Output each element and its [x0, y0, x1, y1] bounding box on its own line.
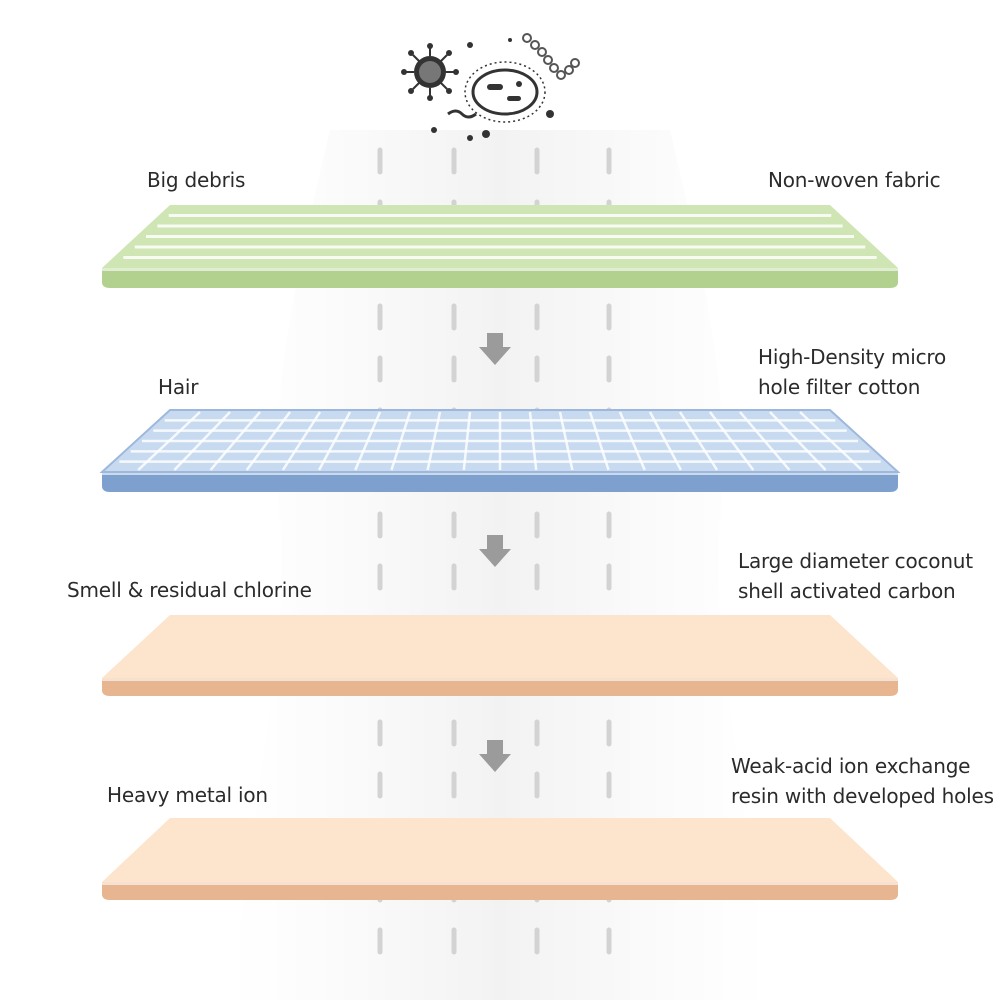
mesh-line: [390, 411, 412, 471]
layer-1-material-label: Non-woven fabric: [768, 168, 941, 192]
layer-outline: [99, 409, 901, 473]
layer-2-material-label-line-1: High-Density micro: [758, 345, 947, 369]
filter-layer-2: [99, 409, 901, 492]
down-arrow-icon: [479, 333, 511, 365]
filter-layer-1: [102, 205, 898, 288]
layer-4-material-label-line-1: Weak-acid ion exchange: [731, 754, 971, 778]
mesh-line: [137, 411, 201, 471]
mesh-line: [678, 411, 719, 471]
down-arrow-icon: [479, 740, 511, 772]
mesh-line: [588, 411, 610, 471]
layer-1-contaminant-label: Big debris: [147, 168, 246, 192]
mesh-line: [648, 411, 683, 471]
layer-3-material-label-line-2: shell activated carbon: [738, 579, 956, 603]
layer-highlight: [102, 268, 898, 271]
mesh-line: [245, 411, 292, 471]
chain-bacteria-icon: [522, 33, 580, 80]
mesh-line: [173, 411, 231, 471]
layer-2-contaminant-label: Hair: [158, 375, 199, 399]
filter-layers: [99, 205, 901, 900]
background-halo: [230, 130, 770, 1000]
layer-top-surface: [102, 818, 898, 882]
mesh-line: [799, 411, 863, 471]
layer-2-material-label-line-2: hole filter cotton: [758, 375, 921, 399]
flow-arrows: [479, 333, 511, 772]
layer-front-edge: [102, 882, 898, 900]
layer-front-edge: [102, 472, 898, 492]
layer-4-contaminant-label: Heavy metal ion: [107, 783, 268, 807]
mesh-line: [528, 411, 538, 471]
layer-highlight: [102, 882, 898, 885]
filter-layer-4: [102, 818, 898, 900]
mesh-line: [618, 411, 646, 471]
mesh-line: [354, 411, 382, 471]
particle-dots-icon: [431, 38, 554, 141]
mesh-line: [426, 411, 442, 471]
layer-highlight: [102, 678, 898, 681]
bacteria-icon: [464, 61, 546, 123]
filter-layer-3: [102, 615, 898, 696]
layer-front-edge: [102, 268, 898, 288]
layer-3-material-label-line-1: Large diameter coconut: [738, 549, 973, 573]
mesh-line: [739, 411, 791, 471]
layer-front-edge: [102, 678, 898, 696]
mesh-line: [281, 411, 322, 471]
down-arrow-icon: [479, 535, 511, 567]
virus-icon: [401, 43, 459, 101]
layer-highlight: [102, 472, 898, 475]
mesh-line: [317, 411, 352, 471]
mesh-line: [708, 411, 755, 471]
layer-3-contaminant-label: Smell & residual chlorine: [67, 578, 312, 602]
layer-4-material-label-line-2: resin with developed holes: [731, 784, 994, 808]
mesh-line: [209, 411, 261, 471]
mesh-line: [462, 411, 472, 471]
layer-top-surface: [102, 615, 898, 678]
contaminant-icons: [401, 33, 580, 141]
mesh-line: [769, 411, 827, 471]
mesh-line: [558, 411, 574, 471]
